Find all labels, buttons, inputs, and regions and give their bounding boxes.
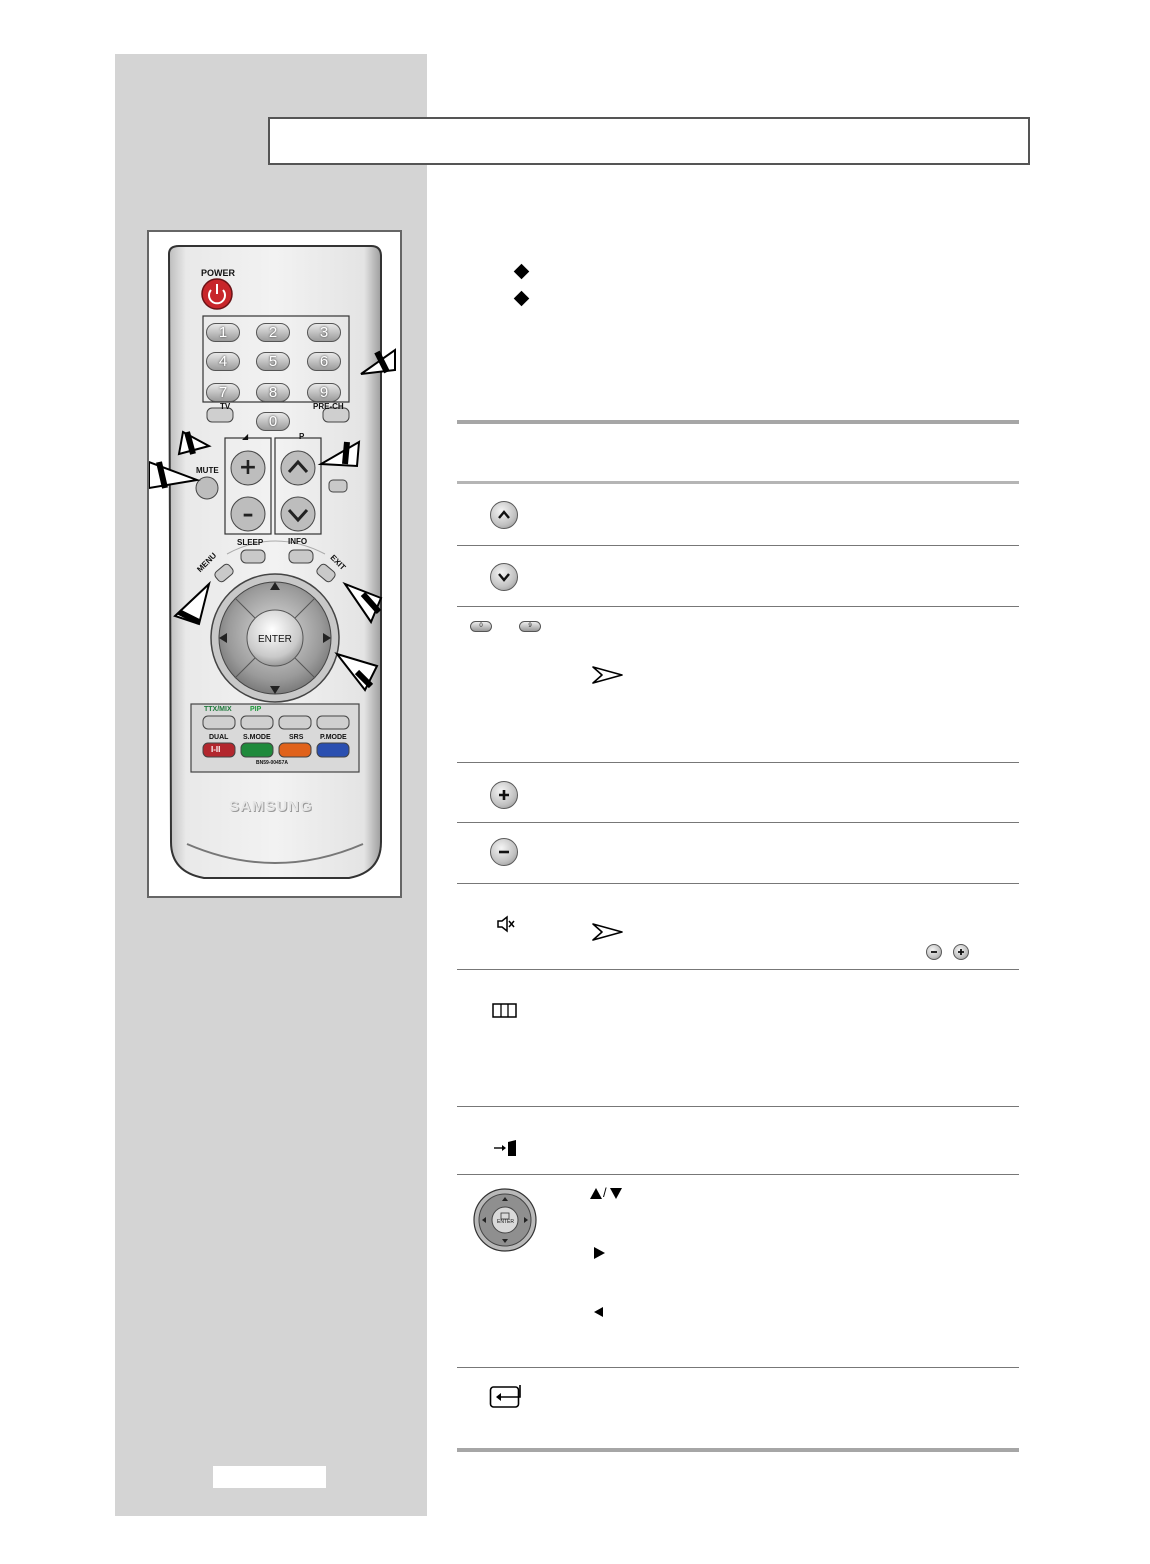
remote-vol-label: ◢ [242,432,249,441]
page-number-box [213,1466,326,1488]
remote-smode-label: S.MODE [243,734,271,741]
arrow-left-icon [594,1307,603,1317]
table-header-rule [457,481,1019,484]
note-arrow-icon [592,666,623,684]
mini-enter-label: ENTER [497,1219,514,1225]
remote-key-7: 7 [206,383,240,402]
remote-key-0: 0 [256,412,290,431]
svg-text:–: – [243,502,254,527]
bullet-2-icon [513,290,530,307]
number-9-icon: 9 [519,621,541,632]
remote-tv-label: TV [220,402,231,411]
svg-text:+: + [239,455,257,480]
remote-enter-label: ENTER [258,634,292,645]
remote-key-2: 2 [256,323,290,342]
remote-model-code: BN59-00457A [256,760,288,766]
remote-key-3: 3 [307,323,341,342]
remote-dual-key: I-II [211,745,221,754]
channel-up-icon [490,501,518,529]
arrow-right-icon [594,1247,605,1259]
row-divider [457,606,1019,607]
remote-key-1: 1 [206,323,240,342]
menu-icon [492,1003,517,1018]
enter-icon [489,1385,521,1408]
table-bottom-rule [457,1448,1019,1452]
remote-control-illustration: + – POWER 1 2 3 4 [147,230,402,898]
row-divider [457,1367,1019,1368]
row-divider [457,822,1019,823]
arrow-separator: / [603,1185,607,1200]
exit-icon [494,1140,516,1156]
number-0-icon: 0 [470,621,492,632]
volume-up-small-icon [953,944,969,960]
remote-mute-label: MUTE [196,466,219,475]
arrow-down-icon [610,1188,622,1199]
remote-body-graphic: + – [149,245,396,879]
remote-key-6: 6 [307,352,341,371]
volume-down-small-icon [926,944,942,960]
bullet-1-icon [513,263,530,280]
remote-key-8: 8 [256,383,290,402]
channel-down-icon [490,563,518,591]
remote-sleep-label: SLEEP [237,538,264,547]
remote-key-4: 4 [206,352,240,371]
row-divider [457,883,1019,884]
mute-icon [497,915,515,933]
remote-pip-label: PIP [250,706,262,713]
volume-down-icon [490,838,518,866]
row-divider [457,762,1019,763]
remote-pmode-label: P.MODE [320,734,347,741]
direction-dial-icon [473,1188,537,1252]
note-arrow-icon [592,923,623,941]
remote-srs-label: SRS [289,734,304,741]
row-divider [457,1106,1019,1107]
remote-dual-label: DUAL [209,734,229,741]
page-title-box [268,117,1030,165]
remote-info-label: INFO [288,537,308,546]
row-divider [457,969,1019,970]
arrow-up-icon [590,1188,602,1199]
volume-up-icon [490,781,518,809]
remote-ch-label: P [299,432,305,441]
remote-brand-logo: SAMSUNG [229,798,313,815]
table-top-rule [457,420,1019,424]
remote-key-5: 5 [256,352,290,371]
remote-key-9: 9 [307,383,341,402]
remote-prech-label: PRE-CH [313,402,344,411]
remote-power-label: POWER [201,268,236,278]
remote-ttx-label: TTX/MIX [204,706,232,713]
row-divider [457,1174,1019,1175]
row-divider [457,545,1019,546]
